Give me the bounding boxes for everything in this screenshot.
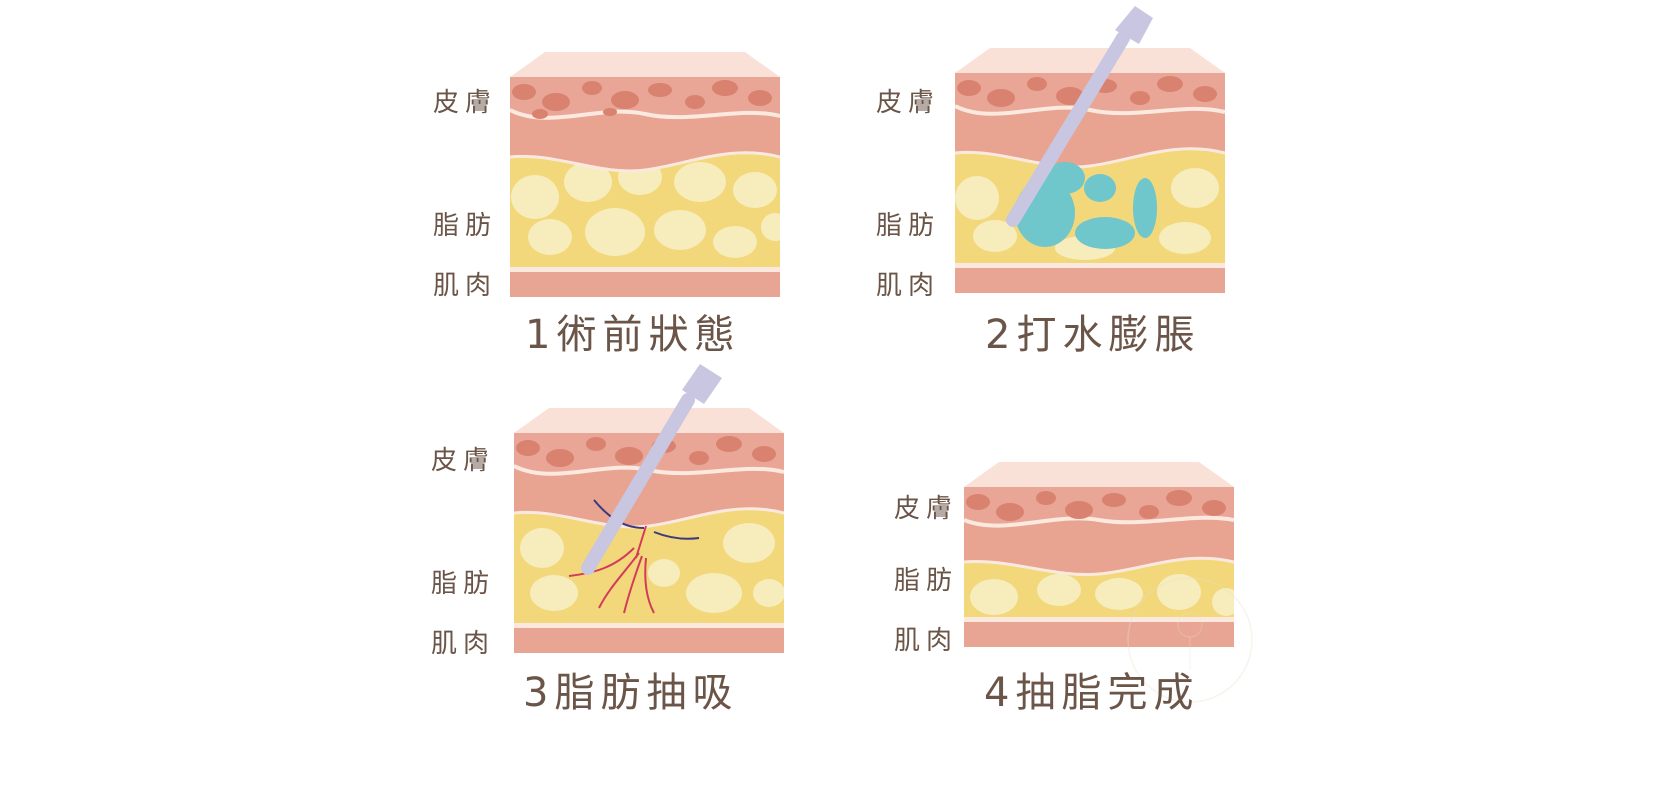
panel-step-1: 皮膚 脂肪 肌肉 (430, 50, 870, 410)
skin-cross-section (964, 462, 1234, 647)
label-skin: 皮膚 (876, 88, 941, 118)
label-fat: 脂肪 (876, 211, 941, 241)
label-skin: 皮膚 (894, 494, 959, 524)
cannula-icon (1006, 6, 1153, 227)
label-muscle: 肌肉 (431, 629, 496, 659)
skin-cross-section (955, 48, 1225, 293)
label-muscle: 肌肉 (876, 271, 941, 301)
fluid-pockets (1015, 162, 1157, 249)
step-number: 1 (525, 312, 557, 358)
label-skin: 皮膚 (431, 446, 496, 476)
step-number: 4 (984, 670, 1016, 716)
panel-step-4: 皮膚 脂肪 肌肉 (892, 450, 1332, 810)
label-fat: 脂肪 (431, 569, 496, 599)
skin-cross-section (510, 52, 780, 297)
step-title: 術前狀態 (556, 312, 741, 358)
step-title: 脂肪抽吸 (554, 670, 739, 716)
watermark-logo (1127, 577, 1253, 703)
label-muscle: 肌肉 (433, 271, 498, 301)
caption-step-2: 2打水膨脹 (985, 302, 1200, 360)
caption-step-4: 4抽脂完成 (984, 660, 1199, 718)
panel-step-3: 皮膚 脂肪 肌肉 (428, 358, 868, 718)
step-number: 3 (523, 670, 555, 716)
step-number: 2 (985, 312, 1017, 358)
cannula-icon (581, 364, 722, 575)
label-fat: 脂肪 (433, 211, 498, 241)
label-skin: 皮膚 (433, 88, 498, 118)
step-title: 抽脂完成 (1015, 670, 1200, 716)
caption-step-3: 3脂肪抽吸 (523, 660, 738, 718)
step-title: 打水膨脹 (1016, 312, 1201, 358)
label-muscle: 肌肉 (894, 626, 959, 656)
caption-step-1: 1術前狀態 (525, 302, 740, 360)
label-fat: 脂肪 (894, 566, 959, 596)
panel-step-2: 皮膚 脂肪 肌肉 (873, 0, 1313, 360)
